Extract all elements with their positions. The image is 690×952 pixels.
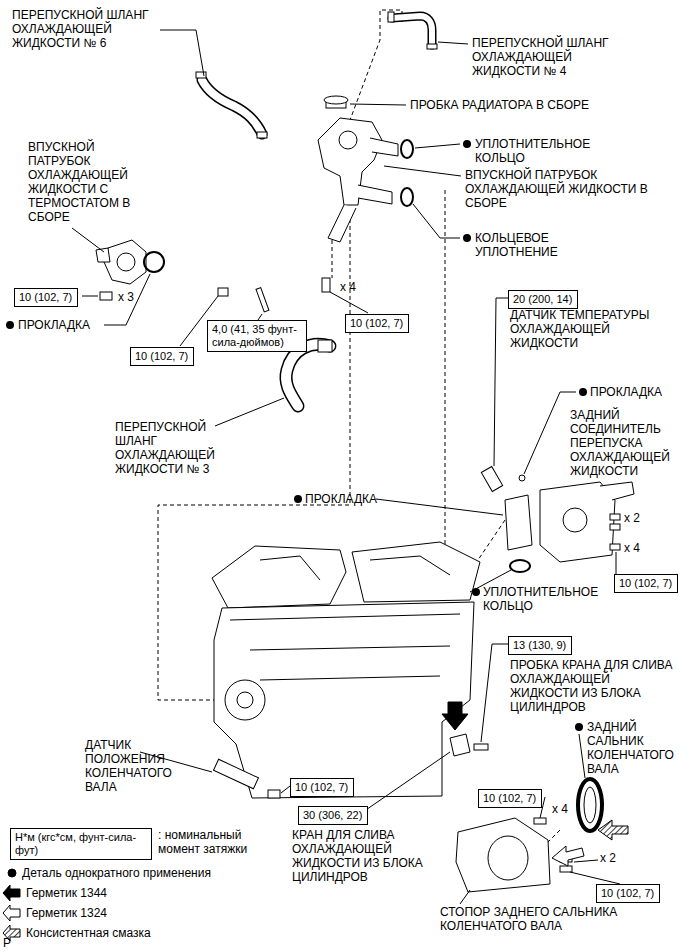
torque-box: 20 (200, 14): [508, 290, 578, 309]
part-label: ВПУСКНОЙ ПАТРУБОК ОХЛАЖДАЮЩЕЙ ЖИДКОСТИ В…: [465, 168, 650, 210]
part-label: ПРОКЛАДКА: [305, 492, 405, 506]
torque-box: 10 (102, 7): [14, 288, 78, 307]
part-label: УПЛОТНИТЕЛЬНОЕ КОЛЬЦО: [475, 137, 605, 165]
torque-value: 10 (102, 7): [135, 350, 188, 363]
torque-value: 13 (130, 9): [513, 639, 566, 652]
parts: [96, 12, 634, 892]
part-label: ЗАДНИЙ СОЕДИНИТЕЛЬ ПЕРЕПУСКА ОХЛАЖДАЮЩЕЙ…: [570, 408, 685, 478]
unit-key-box: Н*м (кгс*см, фунт-сила-фут): [10, 828, 152, 860]
part-label: СТОПОР ЗАДНЕГО САЛЬНИКА КОЛЕНЧАТОГО ВАЛА: [440, 905, 620, 933]
part-label: ПЕРЕПУСКНОЙ ШЛАНГ ОХЛАЖДАЮЩЕЙ ЖИДКОСТИ №…: [12, 8, 162, 50]
part-label: ДАТЧИК ТЕМПЕРАТУРЫ ОХЛАЖДАЮЩЕЙ ЖИДКОСТИ: [510, 308, 680, 350]
part-label: ПРОКЛАДКА: [18, 318, 118, 332]
torque-value: Н*м (кгс*см, фунт-сила-фут): [15, 831, 147, 857]
part-label: x 3: [118, 290, 148, 304]
part-label: ЗАДНИЙ САЛЬНИК КОЛЕНЧАТОГО ВАЛА: [587, 720, 685, 776]
part-label: x 2: [624, 511, 654, 525]
part-label: ПРОБКА РАДИАТОРА В СБОРЕ: [410, 98, 610, 112]
torque-value: 4,0 (41, 35 фунт-сила-дюймов): [212, 323, 302, 349]
torque-value: 10 (102, 7): [483, 792, 536, 805]
leader-line: [72, 30, 620, 904]
part-label: ПЕРЕПУСКНОЙ ШЛАНГ ОХЛАЖДАЮЩЕЙ ЖИДКОСТИ №…: [472, 36, 622, 78]
legend-text: Герметик 1344: [26, 886, 107, 900]
torque-box: 10 (102, 7): [345, 314, 409, 333]
part-label: ВПУСКНОЙ ПАТРУБОК ОХЛАЖДАЮЩЕЙ ЖИДКОСТИ С…: [28, 140, 143, 224]
part-label: x 2: [600, 851, 630, 865]
torque-box: 10 (102, 7): [290, 778, 354, 797]
page-code: P: [3, 936, 18, 950]
assembly-line: [158, 10, 560, 850]
legend-symbol: [3, 869, 20, 941]
torque-box: 10 (102, 7): [596, 884, 660, 903]
part-label: x 4: [624, 541, 654, 555]
torque-box: 13 (130, 9): [508, 636, 572, 655]
torque-box: 10 (102, 7): [614, 574, 678, 593]
torque-box: 4,0 (41, 35 фунт-сила-дюймов): [207, 320, 307, 352]
torque-box: 30 (306, 22): [298, 806, 368, 825]
part-label: x 4: [552, 802, 582, 816]
part-label: КОЛЬЦЕВОЕ УПЛОТНЕНИЕ: [475, 231, 605, 259]
hose: [202, 16, 432, 406]
part-label: ДАТЧИК ПОЛОЖЕНИЯ КОЛЕНЧАТОГО ВАЛА: [85, 738, 185, 794]
legend-text: Герметик 1324: [26, 906, 107, 920]
part-label: x 4: [340, 280, 370, 294]
part-label: ПРОКЛАДКА: [590, 385, 685, 399]
torque-value: 30 (306, 22): [303, 809, 362, 822]
torque-value: 10 (102, 7): [619, 577, 672, 590]
part-label: ПЕРЕПУСКНОЙ ШЛАНГ ОХЛАЖДАЮЩЕЙ ЖИДКОСТИ №…: [115, 420, 220, 476]
torque-value: 10 (102, 7): [295, 781, 348, 794]
torque-box: 10 (102, 7): [478, 789, 542, 808]
part-label: : номинальный момент затяжки: [158, 828, 258, 856]
torque-value: 10 (102, 7): [19, 291, 72, 304]
torque-value: 20 (200, 14): [513, 293, 572, 306]
torque-value: 10 (102, 7): [601, 887, 654, 900]
single-use-dot: [6, 140, 587, 731]
torque-box: 10 (102, 7): [130, 347, 194, 366]
part-label: КРАН ДЛЯ СЛИВА ОХЛАЖДАЮЩЕЙ ЖИДКОСТИ ИЗ Б…: [292, 828, 442, 884]
legend-text: Консистентная смазка: [26, 926, 151, 940]
legend-text: Деталь однократного применения: [22, 866, 211, 880]
part-label: УПЛОТНИТЕЛЬНОЕ КОЛЬЦО: [483, 585, 613, 613]
torque-value: 10 (102, 7): [350, 317, 403, 330]
part-label: ПРОБКА КРАНА ДЛЯ СЛИВА ОХЛАЖДАЮЩЕЙ ЖИДКО…: [510, 658, 680, 714]
